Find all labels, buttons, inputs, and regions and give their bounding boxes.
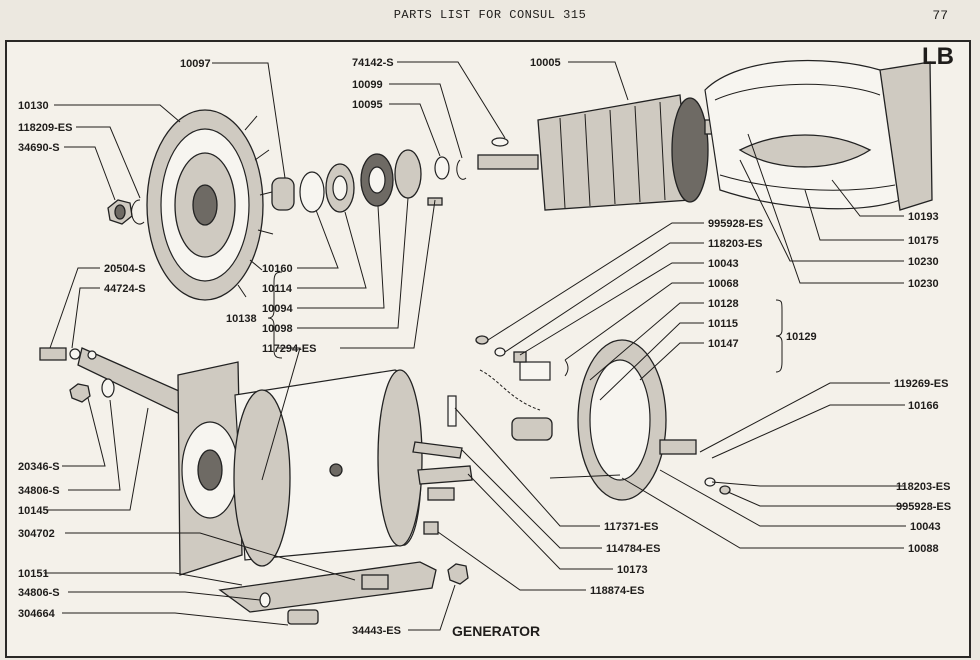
part-label-20504-s: 20504-S: [104, 263, 146, 275]
part-label-74142-s: 74142-S: [352, 57, 394, 69]
part-label-10230-lower: 10230: [908, 278, 939, 290]
part-label-117294-es: 117294-ES: [262, 343, 316, 355]
part-label-304702: 304702: [18, 528, 55, 540]
part-label-10129: 10129: [786, 331, 817, 343]
part-label-118209-es: 118209-ES: [18, 122, 72, 134]
part-label-995928-es-upper: 995928-ES: [708, 218, 763, 230]
armature-illustration: [477, 94, 746, 211]
part-label-10166: 10166: [908, 400, 939, 412]
section-badge: LB: [922, 43, 954, 70]
part-label-114784-es: 114784-ES: [606, 543, 660, 555]
pulley-nut-illustration: [107, 199, 145, 225]
page-title: PARTS LIST FOR CONSUL 315: [393, 8, 587, 22]
part-label-34806-s-lower: 34806-S: [18, 587, 60, 599]
adjusting-bracket-illustration: [39, 347, 189, 416]
part-label-10068: 10068: [708, 278, 739, 290]
generator-yoke-illustration: [177, 361, 423, 576]
part-label-34806-s-upper: 34806-S: [18, 485, 60, 497]
part-label-10043-upper: 10043: [708, 258, 739, 270]
part-label-10230-upper: 10230: [908, 256, 939, 268]
part-label-10115: 10115: [708, 318, 738, 330]
part-label-10005: 10005: [530, 57, 561, 69]
bearing-parts-illustration: [271, 149, 467, 213]
part-label-118874-es: 118874-ES: [590, 585, 644, 597]
part-label-10130: 10130: [18, 100, 49, 112]
part-label-118203-es-upper: 118203-ES: [708, 238, 762, 250]
part-label-10114: 10114: [262, 283, 293, 295]
part-label-995928-es-lower: 995928-ES: [896, 501, 951, 513]
field-coils-illustration: [704, 59, 933, 211]
part-label-10151: 10151: [18, 568, 49, 580]
part-label-117371-es: 117371-ES: [604, 521, 658, 533]
part-label-10097: 10097: [180, 58, 211, 70]
part-label-10099: 10099: [352, 79, 383, 91]
lower-bracket-illustration: [218, 561, 437, 625]
part-label-10138: 10138: [226, 313, 257, 325]
page-header: PARTS LIST FOR CONSUL 315 77: [0, 0, 980, 38]
small-hardware-illustration: [412, 335, 731, 585]
part-label-20346-s: 20346-S: [18, 461, 60, 473]
part-label-44724-s: 44724-S: [104, 283, 146, 295]
part-label-10147: 10147: [708, 338, 739, 350]
part-label-34690-s: 34690-S: [18, 142, 60, 154]
part-label-10098: 10098: [262, 323, 293, 335]
commutator-end-plate-illustration: [479, 339, 697, 501]
part-label-10175: 10175: [908, 235, 939, 247]
pulley-illustration: [146, 109, 277, 301]
page-number: 77: [932, 8, 948, 23]
part-label-10160: 10160: [262, 263, 293, 275]
part-label-118203-es-lower: 118203-ES: [896, 481, 950, 493]
part-label-10088: 10088: [908, 543, 939, 555]
part-label-10145: 10145: [18, 505, 49, 517]
part-label-10128: 10128: [708, 298, 739, 310]
part-label-10193: 10193: [908, 211, 939, 223]
part-labels: 10097 74142-S 10005 10099 10095 10130 11…: [18, 57, 951, 637]
part-label-10173: 10173: [617, 564, 648, 576]
part-label-10043-lower: 10043: [910, 521, 941, 533]
part-label-10094: 10094: [262, 303, 293, 315]
diagram-caption: GENERATOR: [452, 623, 540, 639]
part-label-34443-es: 34443-ES: [352, 625, 401, 637]
part-label-304664: 304664: [18, 608, 56, 620]
leader-lines: [44, 61, 906, 631]
part-label-10095: 10095: [352, 99, 383, 111]
part-label-119269-es: 119269-ES: [894, 378, 948, 390]
